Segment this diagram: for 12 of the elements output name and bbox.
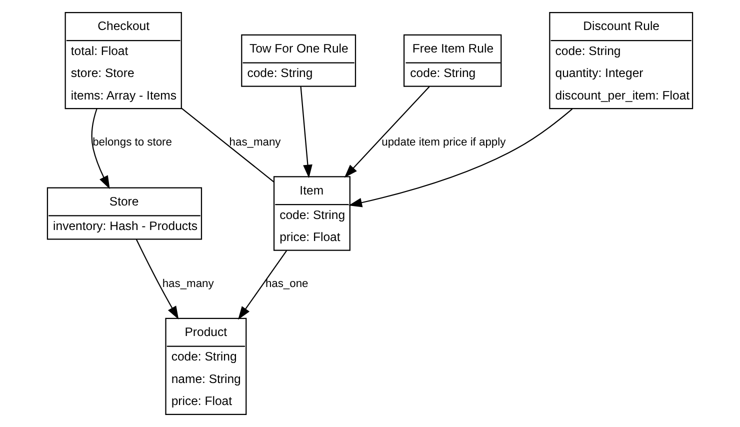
edge-label: belongs to store	[92, 136, 172, 148]
arrow	[136, 239, 179, 320]
arrow	[300, 86, 312, 178]
connector	[181, 108, 274, 182]
edge-label: has_many	[229, 136, 281, 148]
edge-label: has_one	[265, 278, 308, 290]
arrow	[348, 108, 573, 208]
arrow	[238, 250, 288, 320]
edge-label: has_many	[162, 278, 214, 290]
edge-label: update item price if apply	[382, 136, 506, 148]
arrow	[344, 86, 430, 178]
arrow	[91, 108, 110, 190]
